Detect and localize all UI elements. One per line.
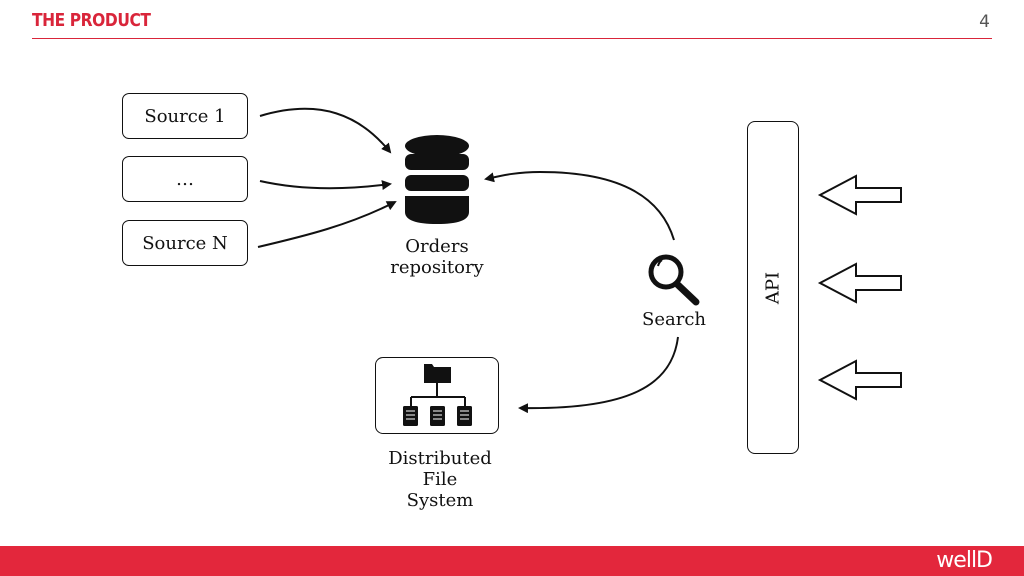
repository-label-line2: repository bbox=[390, 257, 484, 278]
arrow-ellipsis-to-repo bbox=[259, 180, 392, 191]
source-box-ellipsis: … bbox=[122, 156, 248, 202]
arrow-search-to-repo bbox=[484, 170, 675, 241]
database-icon bbox=[405, 135, 469, 224]
source-box-n: Source N bbox=[122, 220, 248, 266]
api-label: API bbox=[762, 271, 784, 305]
arrow-source1-to-repo bbox=[259, 107, 392, 154]
dfs-label: Distributed File System bbox=[370, 448, 510, 511]
dfs-label-line3: System bbox=[406, 490, 474, 511]
footer-bar bbox=[0, 546, 1024, 576]
magnifier-icon bbox=[648, 254, 700, 306]
arrow-search-to-dfs bbox=[518, 336, 679, 414]
api-incoming-arrow-3 bbox=[817, 359, 902, 401]
repository-label-line1: Orders bbox=[405, 236, 469, 257]
dfs-label-line2: File bbox=[422, 469, 458, 490]
arrow-sourcen-to-repo bbox=[257, 201, 397, 248]
source-box-1: Source 1 bbox=[122, 93, 248, 139]
api-incoming-arrow-1 bbox=[817, 174, 902, 216]
footer-logo: wellD bbox=[936, 548, 993, 573]
folder-tree-icon bbox=[403, 364, 472, 426]
title-divider bbox=[32, 38, 992, 39]
page-number: 4 bbox=[979, 12, 990, 32]
api-incoming-arrow-2 bbox=[817, 262, 902, 304]
repository-label: Orders repository bbox=[377, 236, 497, 278]
slide-title: THE PRODUCT bbox=[32, 10, 151, 31]
search-label: Search bbox=[642, 309, 706, 330]
api-bar bbox=[747, 121, 799, 454]
dfs-label-line1: Distributed bbox=[388, 448, 492, 469]
dfs-box bbox=[375, 357, 499, 434]
